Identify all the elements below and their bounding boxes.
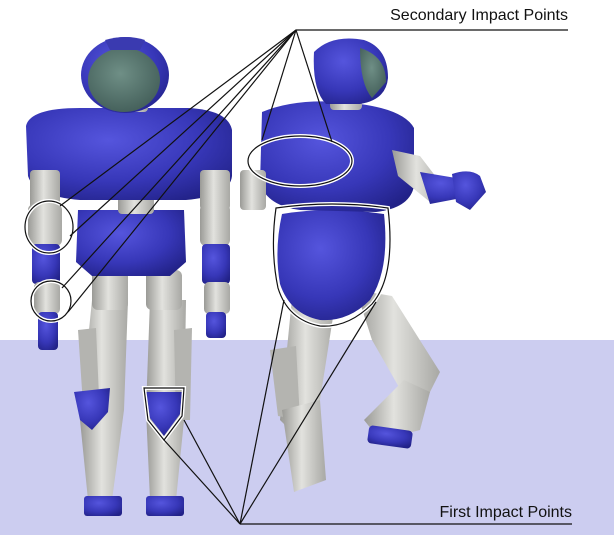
callout-lines-secondary bbox=[59, 29, 568, 313]
knee-pad-front bbox=[146, 392, 182, 436]
secondary-impact-label: Secondary Impact Points bbox=[390, 7, 568, 24]
callout-lines-first bbox=[163, 299, 572, 525]
hip-shell-side bbox=[277, 210, 386, 321]
robot-front-view bbox=[26, 37, 232, 516]
first-impact-label: First Impact Points bbox=[439, 504, 572, 521]
